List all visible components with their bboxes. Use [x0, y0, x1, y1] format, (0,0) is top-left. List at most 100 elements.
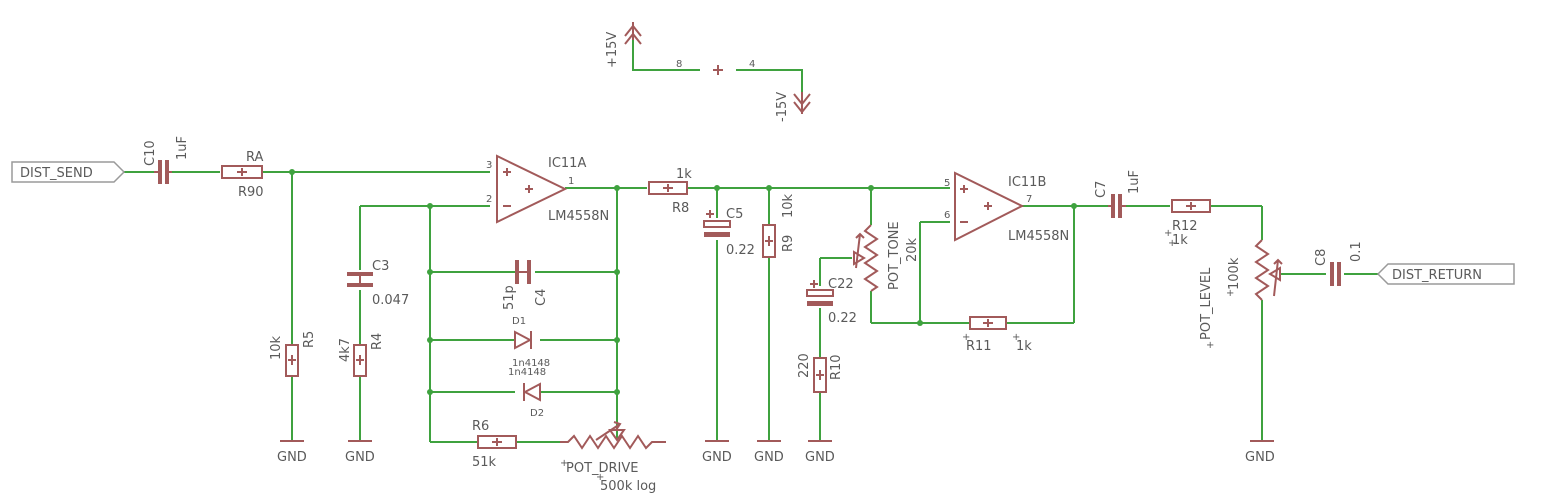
opamp-ic11a[interactable]: 3 2 1 IC11A LM4558N — [486, 154, 609, 224]
junction — [614, 389, 620, 395]
r10-ref: R10 — [829, 354, 844, 380]
pot-level-plus-2: + — [1226, 288, 1234, 299]
r10-value: 220 — [797, 353, 812, 378]
ic11b-ref: IC11B — [1008, 175, 1046, 190]
junction — [766, 185, 772, 191]
capacitor-c10[interactable]: C10 1uF — [143, 136, 190, 184]
capacitor-c7[interactable]: C7 1uF — [1094, 170, 1142, 218]
resistor-ra[interactable]: RA R90 — [221, 150, 264, 200]
ic11a-ref: IC11A — [548, 156, 586, 171]
resistor-r8[interactable]: 1k R8 — [648, 167, 692, 216]
pot-drive-plus: + — [560, 458, 568, 469]
power-plus-mark — [713, 65, 723, 75]
resistor-r9[interactable]: 10k R9 — [762, 193, 796, 258]
c10-ref: C10 — [143, 140, 158, 166]
ic11b-pin-5: 5 — [944, 178, 950, 189]
potentiometer-pot-tone[interactable]: POT_TONE 20k — [853, 221, 920, 292]
r4-ref: R4 — [370, 333, 385, 350]
diode-d2[interactable]: 1n4148 D2 — [508, 367, 546, 419]
r11-plus-2: + — [1012, 332, 1020, 343]
ground-c5: GND — [702, 440, 732, 465]
junction — [289, 169, 295, 175]
ground-r10: GND — [805, 440, 835, 465]
ra-ref: RA — [246, 150, 264, 165]
junction — [614, 337, 620, 343]
positive-rail-symbol: +15V — [605, 22, 642, 68]
junction — [427, 337, 433, 343]
input-port[interactable]: DIST_SEND — [11, 161, 126, 183]
pot-level-ref: POT_LEVEL — [1199, 267, 1214, 340]
ic11a-pin-3: 3 — [486, 160, 492, 171]
negative-rail-label: -15V — [775, 92, 790, 122]
junction — [427, 389, 433, 395]
r11-ref: R11 — [966, 339, 992, 354]
r12-plus-2: + — [1168, 238, 1176, 249]
diode-d1[interactable]: D1 1n4148 — [512, 316, 550, 369]
resistor-r4[interactable]: 4k7 R4 — [338, 333, 385, 377]
resistor-r6[interactable]: R6 51k — [472, 419, 517, 470]
input-port-label: DIST_SEND — [20, 166, 93, 181]
c7-value: 1uF — [1127, 170, 1142, 194]
resistor-r12[interactable]: R12 + + 1k — [1164, 199, 1211, 249]
pot-tone-ref: POT_TONE — [887, 221, 902, 290]
ic11b-pin-6: 6 — [944, 210, 950, 221]
capacitor-c3[interactable]: C3 0.047 — [347, 259, 409, 308]
power-pin-negative: 4 — [749, 59, 755, 70]
pot-drive-plus-2: + — [596, 472, 604, 483]
ground-r9: GND — [754, 440, 784, 465]
c5-ref: C5 — [726, 207, 743, 222]
capacitor-c8[interactable]: C8 0.1 — [1314, 241, 1364, 286]
r9-value: 10k — [781, 193, 796, 218]
ground-label: GND — [805, 450, 835, 465]
ground-label: GND — [754, 450, 784, 465]
capacitor-c4[interactable]: 51p C4 — [502, 260, 549, 310]
pot-tone-value: 20k — [905, 237, 920, 262]
c8-ref: C8 — [1314, 249, 1329, 266]
d2-value: 1n4148 — [508, 367, 546, 378]
ground-r4: GND — [345, 440, 375, 465]
c3-value: 0.047 — [372, 293, 409, 308]
junction — [427, 269, 433, 275]
r4-value: 4k7 — [338, 338, 353, 362]
r6-ref: R6 — [472, 419, 489, 434]
potentiometer-pot-level[interactable]: POT_LEVEL + 100k + — [1199, 239, 1283, 351]
d1-ref: D1 — [512, 316, 526, 327]
c4-value: 51p — [502, 285, 517, 310]
capacitor-c22[interactable]: C22 0.22 — [806, 277, 857, 326]
r12-plus: + — [1164, 228, 1172, 239]
potentiometer-pot-drive[interactable]: + POT_DRIVE + 500k log — [560, 421, 666, 494]
junction — [714, 185, 720, 191]
capacitor-c5[interactable]: C5 0.22 — [703, 207, 755, 258]
ground-label: GND — [277, 450, 307, 465]
resistor-r10[interactable]: 220 R10 — [797, 353, 844, 393]
junction — [614, 269, 620, 275]
c7-ref: C7 — [1094, 181, 1109, 198]
power-supply: +15V 8 4 -15V — [605, 22, 811, 122]
r5-value: 10k — [269, 335, 284, 360]
output-port[interactable]: DIST_RETURN — [1376, 263, 1515, 285]
power-pin-positive: 8 — [676, 59, 682, 70]
ground-pot-level: GND — [1245, 440, 1275, 465]
r5-ref: R5 — [302, 331, 317, 348]
r8-value: 1k — [676, 167, 692, 182]
ic11a-part: LM4558N — [548, 209, 609, 224]
pot-level-plus: + — [1206, 340, 1214, 351]
output-port-label: DIST_RETURN — [1392, 268, 1482, 283]
junctions — [289, 169, 1077, 395]
ic11b-pin-7: 7 — [1026, 194, 1032, 205]
junction — [614, 185, 620, 191]
positive-rail-label: +15V — [605, 32, 620, 68]
ra-value: R90 — [238, 185, 264, 200]
resistor-r11[interactable]: + R11 + 1k — [962, 316, 1032, 354]
r11-plus: + — [962, 332, 970, 343]
opamp-ic11b[interactable]: 5 6 7 IC11B LM4558N — [944, 171, 1069, 244]
junction — [1071, 203, 1077, 209]
c3-ref: C3 — [372, 259, 389, 274]
junction — [427, 203, 433, 209]
resistor-r5[interactable]: 10k R5 — [269, 331, 317, 377]
d1-value: 1n4148 — [512, 358, 550, 369]
r8-ref: R8 — [672, 201, 689, 216]
pot-drive-value: 500k log — [600, 479, 656, 494]
c22-value: 0.22 — [828, 311, 857, 326]
